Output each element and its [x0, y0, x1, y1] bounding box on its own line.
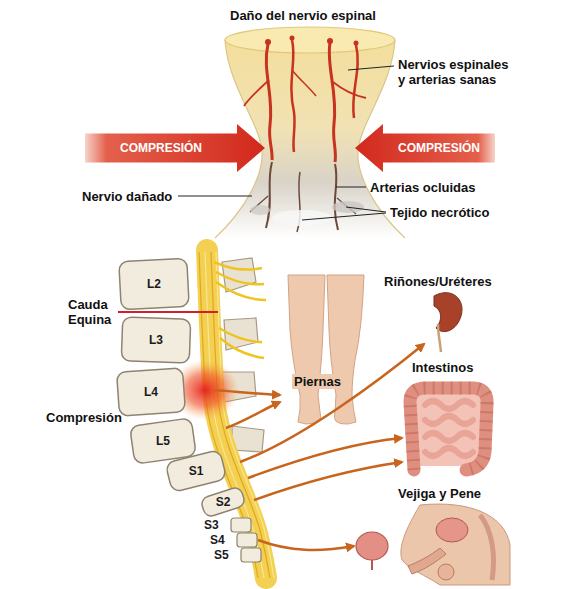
vertebra: L3	[120, 316, 192, 364]
arrow-label: COMPRESIÓN	[398, 141, 480, 155]
vertebra: S5	[214, 548, 262, 562]
leader-line	[346, 207, 386, 212]
nerve-root	[214, 262, 262, 270]
vertebra-label: L3	[149, 333, 163, 347]
vertebra: S2	[200, 490, 246, 514]
healthy-artery	[266, 44, 272, 160]
small-intestine	[425, 401, 473, 456]
compression-arrow: COMPRESIÓN	[355, 124, 495, 172]
vertebra: S3	[204, 518, 252, 532]
vertebra: S4	[210, 533, 258, 547]
healthy-artery	[329, 43, 335, 162]
vertebra: L2	[118, 258, 190, 310]
pelvis-section	[401, 504, 510, 585]
callout-label: Compresión	[46, 410, 122, 425]
vertebra-label: S4	[210, 533, 225, 547]
colon-folds	[410, 388, 487, 470]
arrow-body	[85, 124, 265, 172]
vertebra: L5	[130, 420, 196, 462]
healthy-artery	[292, 70, 316, 96]
vertebra-label: S1	[189, 464, 204, 478]
sacral-segment	[241, 548, 261, 562]
vertebral-body	[117, 368, 186, 416]
callout-label: Cauda Equina	[68, 297, 118, 327]
nerve-arrow	[226, 402, 280, 428]
vertebral-body	[121, 317, 190, 363]
healthy-artery	[244, 80, 269, 106]
arrow-label: COMPRESIÓN	[120, 141, 202, 155]
vertebra-label: S3	[204, 518, 219, 532]
nerve-root	[216, 272, 264, 284]
artery-section	[354, 41, 359, 46]
leader-line	[336, 187, 366, 188]
occluded-artery	[335, 164, 338, 230]
callout-label: Vejiga y Pene	[398, 486, 481, 501]
nerve-arrow	[214, 390, 280, 395]
leader-line	[178, 196, 252, 197]
arrow-body	[355, 124, 495, 172]
intestine-ground	[412, 392, 484, 466]
vertebra-label: L2	[147, 277, 161, 291]
leg	[288, 275, 325, 424]
nerve-top	[225, 27, 395, 53]
urethra	[371, 560, 373, 570]
vertebral-body	[165, 450, 227, 493]
healthy-artery	[291, 40, 294, 152]
callout-label: Intestinos	[412, 360, 473, 375]
sacral-segment	[237, 533, 257, 547]
leader-line	[302, 213, 386, 220]
vertebral-body	[200, 486, 246, 518]
artery-section	[290, 36, 295, 41]
nerve-arrow	[258, 540, 354, 550]
necrotic-tissue	[250, 205, 270, 215]
callout-label: Piernas	[292, 374, 343, 389]
callout-label: Arterias ocluidas	[370, 180, 476, 195]
vertebra-label: S2	[216, 495, 231, 509]
nerve-root	[219, 328, 262, 342]
vertebra-label: S5	[214, 548, 229, 562]
spinous-process	[222, 258, 256, 292]
vertebra-label: L4	[144, 385, 158, 399]
nerve-root	[220, 338, 264, 358]
colon	[410, 388, 487, 470]
ureter	[438, 324, 441, 352]
vertebra: L4	[116, 368, 186, 416]
sacral-segment	[231, 518, 251, 532]
leader-line	[348, 66, 394, 70]
nerve-arrow	[248, 438, 402, 478]
healthy-artery	[353, 45, 358, 118]
callout-label: Riñones/Uréteres	[384, 274, 492, 289]
callout-label: Nervio dañado	[82, 189, 172, 204]
bladder	[356, 532, 388, 560]
nerve-fiber	[216, 252, 274, 578]
nerve-arrow	[254, 462, 402, 500]
rectum-section	[480, 515, 494, 580]
callout-label: Nervios espinales y arterias sanas	[398, 57, 514, 87]
diagram-title: Daño del nervio espinal	[230, 8, 376, 23]
healthy-artery	[333, 82, 366, 98]
vertebral-body	[119, 258, 189, 309]
nerve-root	[216, 282, 266, 300]
vertebra: S1	[166, 454, 226, 488]
callout-label: Tejido necrótico	[390, 205, 489, 220]
nerve-arrow	[240, 344, 424, 462]
testis-section	[438, 564, 454, 580]
occluded-artery	[266, 162, 272, 228]
compression-arrow: COMPRESIÓN	[85, 124, 265, 172]
level-line	[118, 311, 218, 313]
bladder-section	[436, 518, 468, 542]
vertebra-label: L5	[156, 434, 170, 448]
